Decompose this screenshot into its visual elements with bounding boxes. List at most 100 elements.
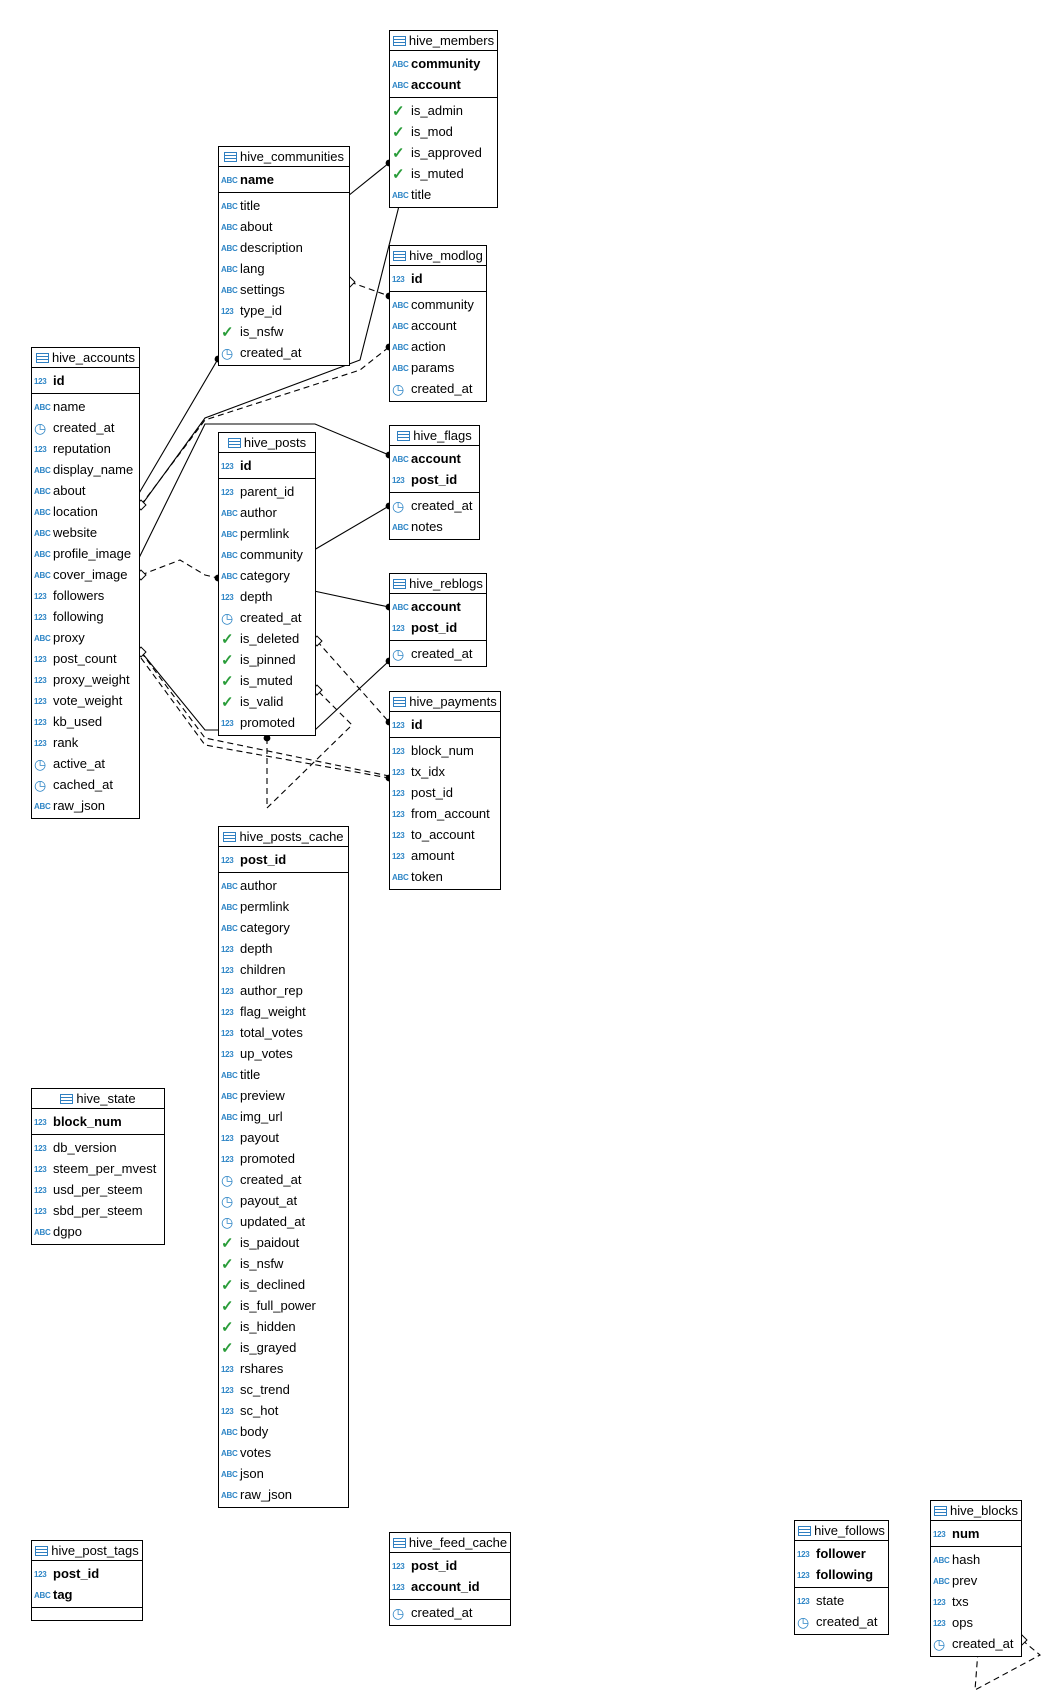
table-header[interactable]: hive_communities — [219, 147, 349, 167]
column-is-pinned[interactable]: ✓is_pinned — [219, 649, 315, 670]
column-updated-at[interactable]: ◷updated_at — [219, 1211, 348, 1232]
column-created-at[interactable]: ◷created_at — [219, 607, 315, 628]
column-is-deleted[interactable]: ✓is_deleted — [219, 628, 315, 649]
column-is-mod[interactable]: ✓is_mod — [390, 121, 497, 142]
column-is-grayed[interactable]: ✓is_grayed — [219, 1337, 348, 1358]
column-created-at[interactable]: ◷created_at — [390, 643, 486, 664]
column-is-admin[interactable]: ✓is_admin — [390, 100, 497, 121]
column-is-nsfw[interactable]: ✓is_nsfw — [219, 321, 349, 342]
column-is-full-power[interactable]: ✓is_full_power — [219, 1295, 348, 1316]
table-header[interactable]: hive_members — [390, 31, 497, 51]
column-created-at[interactable]: ◷created_at — [219, 342, 349, 363]
column-is-declined[interactable]: ✓is_declined — [219, 1274, 348, 1295]
column-created-at[interactable]: ◷created_at — [32, 417, 139, 438]
table-header[interactable]: hive_posts_cache — [219, 827, 348, 847]
column-created-at[interactable]: ◷created_at — [390, 1602, 510, 1623]
column-created-at[interactable]: ◷created_at — [390, 495, 479, 516]
column-active-at[interactable]: ◷active_at — [32, 753, 139, 774]
column-is-paidout[interactable]: ✓is_paidout — [219, 1232, 348, 1253]
table-header[interactable]: hive_flags — [390, 426, 479, 446]
column-created-at[interactable]: ◷created_at — [931, 1633, 1021, 1654]
table-header[interactable]: hive_blocks — [931, 1501, 1021, 1521]
column-created-at[interactable]: ◷created_at — [390, 378, 486, 399]
table-header[interactable]: hive_follows — [795, 1521, 888, 1541]
column-is-muted[interactable]: ✓is_muted — [219, 670, 315, 691]
column-payout-at[interactable]: ◷payout_at — [219, 1190, 348, 1211]
column-created-at[interactable]: ◷created_at — [795, 1611, 888, 1632]
column-is-nsfw[interactable]: ✓is_nsfw — [219, 1253, 348, 1274]
column-cached-at[interactable]: ◷cached_at — [32, 774, 139, 795]
table-header[interactable]: hive_accounts — [32, 348, 139, 368]
